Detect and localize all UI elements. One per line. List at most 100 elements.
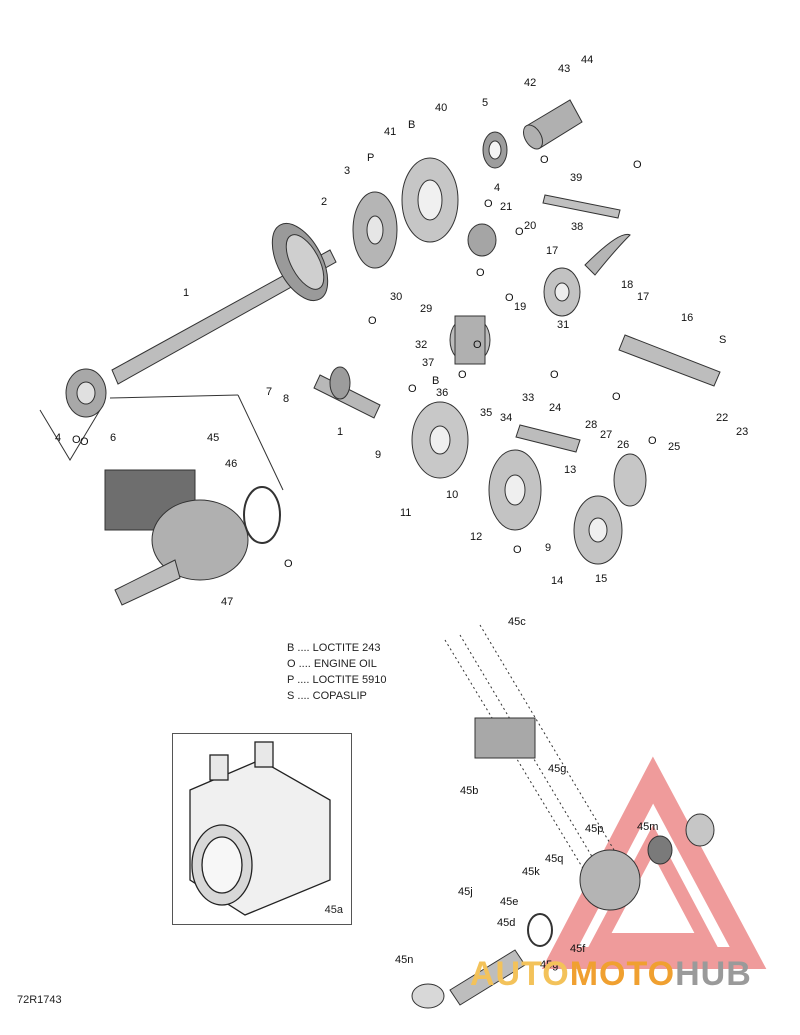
callout-45c: 45c — [508, 616, 526, 628]
legend-entry-b: B .... LOCTITE 243 — [287, 642, 381, 654]
leader-line — [237, 394, 284, 491]
callout-32: 32 — [415, 339, 428, 351]
oil-mark: O — [408, 383, 417, 395]
callout-39: 39 — [570, 172, 583, 184]
callout-45p: 45p — [585, 823, 604, 835]
oil-mark: O — [550, 369, 559, 381]
callout-20: 20 — [524, 220, 537, 232]
oil-mark: O — [515, 226, 524, 238]
callout-45d: 45d — [497, 917, 516, 929]
shift-drum-part-32 — [449, 315, 491, 365]
oil-mark: O — [505, 292, 514, 304]
oil-mark: O — [648, 435, 657, 447]
callout-45n: 45n — [395, 954, 414, 966]
legend-entry-s: S .... COPASLIP — [287, 690, 367, 702]
callout-45e: 45e — [500, 896, 519, 908]
leader-bracket — [39, 409, 101, 461]
lubricant-legend: B .... LOCTITE 243 O .... ENGINE OIL P .… — [287, 640, 386, 704]
main-shaft-part-1 — [111, 223, 337, 385]
callout-1: 1 — [183, 287, 190, 299]
callout-43: 43 — [558, 63, 571, 75]
callout-29: 29 — [420, 303, 433, 315]
callout-14: 14 — [551, 575, 564, 587]
gear-part-21 — [467, 223, 497, 257]
callout-25: 25 — [668, 441, 681, 453]
housing-45a-drawing — [189, 741, 331, 916]
watermark-part-1: AUTO — [470, 955, 570, 993]
callout-13: 13 — [564, 464, 577, 476]
gear-part-12 — [488, 449, 542, 531]
callout-10: 10 — [446, 489, 459, 501]
oil-mark: O — [284, 558, 293, 570]
callout-12: 12 — [470, 531, 483, 543]
oil-mark: O — [368, 315, 377, 327]
loctite243-mark: B — [432, 375, 440, 387]
lower-assembly — [411, 624, 715, 1009]
gear-part-11 — [411, 401, 469, 479]
callout-45b: 45b — [460, 785, 479, 797]
callout-21: 21 — [500, 201, 513, 213]
shift-arm-part-38 — [542, 194, 631, 276]
callout-34: 34 — [500, 412, 513, 424]
watermark-logo: AUTOMOTOHUB — [470, 955, 752, 994]
legend-entry-p: P .... LOCTITE 5910 — [287, 674, 387, 686]
callout-24: 24 — [549, 402, 562, 414]
callout-4: 4 — [494, 182, 501, 194]
ring-gear-part-41 — [401, 157, 459, 243]
callout-18: 18 — [621, 279, 634, 291]
o-ring-part-46 — [243, 486, 281, 544]
shift-housing-part-45 — [104, 469, 249, 606]
oil-mark: O — [612, 391, 621, 403]
callout-1: 1 — [337, 426, 344, 438]
callout-45a: 45a — [324, 904, 343, 916]
sleeve-part-42 — [523, 99, 583, 150]
callout-28: 28 — [585, 419, 598, 431]
callout-27: 27 — [600, 429, 613, 441]
callout-45j: 45j — [458, 886, 473, 898]
callout-33: 33 — [522, 392, 535, 404]
callout-40: 40 — [435, 102, 448, 114]
oil-mark: O — [484, 198, 493, 210]
watermark-part-2: MOTO — [569, 955, 676, 993]
oil-mark: O — [540, 154, 549, 166]
callout-45q: 45q — [545, 853, 564, 865]
callout-38: 38 — [571, 221, 584, 233]
callout-44: 44 — [581, 54, 594, 66]
oil-mark: O — [80, 436, 89, 448]
callout-45k: 45k — [522, 866, 540, 878]
callout-5: 5 — [482, 97, 489, 109]
callout-45g: 45g — [540, 959, 559, 971]
callout-9: 9 — [375, 449, 382, 461]
callout-15: 15 — [595, 573, 608, 585]
callout-17: 17 — [637, 291, 650, 303]
leader-line — [109, 394, 239, 399]
callout-41: 41 — [384, 126, 397, 138]
callout-4: 4 — [55, 432, 62, 444]
callout-45g: 45g — [548, 763, 567, 775]
callout-37: 37 — [422, 357, 435, 369]
callout-46: 46 — [225, 458, 238, 470]
oil-mark: O — [476, 267, 485, 279]
loctite243-mark: B — [408, 119, 416, 131]
oil-mark: O — [458, 369, 467, 381]
gear-part-6 — [65, 368, 107, 418]
oil-mark: O — [72, 434, 81, 446]
callout-35: 35 — [480, 407, 493, 419]
callout-9: 9 — [545, 542, 552, 554]
callout-19: 19 — [514, 301, 527, 313]
oil-mark: O — [633, 159, 642, 171]
callout-45: 45 — [207, 432, 220, 444]
copaslip-mark: S — [719, 334, 727, 346]
pinion-shaft-part-1 — [313, 366, 381, 419]
oil-mark: O — [473, 339, 482, 351]
callout-7: 7 — [266, 386, 273, 398]
callout-2: 2 — [321, 196, 328, 208]
loctite5910-mark: P — [367, 152, 375, 164]
shaft-part-16 — [618, 334, 721, 387]
callout-30: 30 — [390, 291, 403, 303]
callout-45m: 45m — [637, 821, 659, 833]
gear-part-14 — [573, 495, 623, 565]
seal-part-5 — [482, 131, 508, 169]
oil-mark: O — [513, 544, 522, 556]
callout-23: 23 — [736, 426, 749, 438]
